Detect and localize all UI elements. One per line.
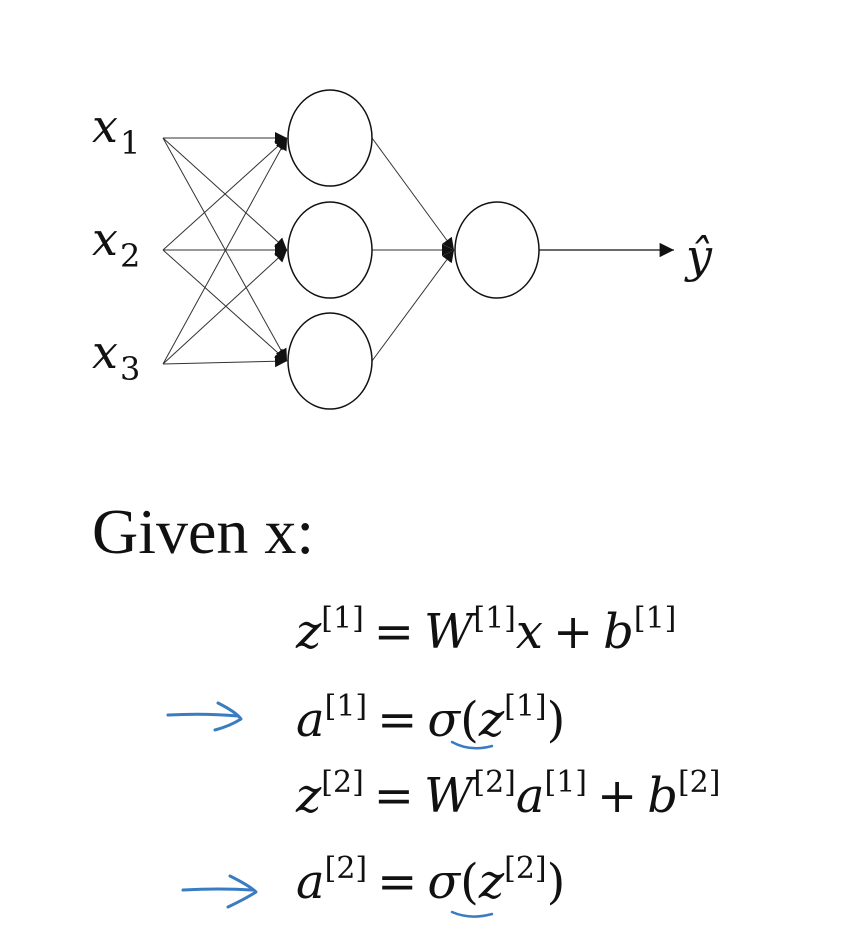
output-neuron xyxy=(454,201,540,299)
blue-arrow-shaft-1 xyxy=(166,712,240,718)
equation-superscript: [1] xyxy=(633,601,677,636)
plus-sign: + xyxy=(596,768,638,824)
equation-superscript: [2] xyxy=(504,851,547,886)
equation-superscript: [1] xyxy=(544,765,587,800)
equation-variable: a xyxy=(515,768,545,824)
sigma-symbol: σ xyxy=(427,692,461,748)
equation-superscript: [1] xyxy=(473,601,516,636)
equation-lhs-superscript: [1] xyxy=(324,689,368,724)
edge-hidden-3-to-output xyxy=(371,249,455,362)
equation-variable: W xyxy=(424,604,474,660)
network-edges xyxy=(162,132,674,368)
equation-variable: z xyxy=(478,854,505,910)
parenthesis: ) xyxy=(546,692,566,748)
equals-sign: = xyxy=(377,854,418,910)
equation-lhs-superscript: [1] xyxy=(321,601,364,636)
edge-input-3-to-hidden-2 xyxy=(162,249,288,365)
blue-arrow-head-1 xyxy=(213,701,243,732)
neural-network-diagram: x1 x2 x3 ŷ xyxy=(92,89,713,410)
equation-4: a[2]=σ(z[2]) xyxy=(296,851,566,919)
equation-variable: b xyxy=(603,604,634,660)
input-subscript: 3 xyxy=(120,350,140,388)
equation-variable: W xyxy=(424,768,474,824)
network-labels: x1 x2 x3 ŷ xyxy=(92,99,713,388)
equals-sign: = xyxy=(373,604,415,660)
equation-superscript: [2] xyxy=(473,765,516,800)
hidden-neuron-2 xyxy=(287,201,373,299)
input-subscript: 1 xyxy=(120,124,140,162)
hidden-neuron-3 xyxy=(287,312,373,410)
equation-lhs-superscript: [2] xyxy=(324,851,368,886)
equation-variable: z xyxy=(478,692,505,748)
equation-lhs-variable: a xyxy=(296,692,325,748)
equals-sign: = xyxy=(373,768,415,824)
equation-superscript: [2] xyxy=(677,765,721,800)
parenthesis: ( xyxy=(460,692,479,748)
edge-input-2-to-hidden-3 xyxy=(162,249,288,362)
equation-variable: b xyxy=(647,768,678,824)
equation-variable: x xyxy=(515,604,543,660)
edge-input-3-to-hidden-3 xyxy=(162,355,288,368)
input-label-x2: x2 xyxy=(92,212,140,275)
blue-arrow-shaft-2 xyxy=(181,887,254,892)
input-label-x3: x3 xyxy=(92,325,140,388)
equals-sign: = xyxy=(377,692,418,748)
input-label-x1: x1 xyxy=(92,99,140,162)
equation-lhs-variable: z xyxy=(296,604,322,660)
blue-arrow-head-2 xyxy=(226,874,258,909)
equation-1: z[1]=W[1]x+b[1] xyxy=(296,601,677,669)
equation-lhs-variable: a xyxy=(296,854,325,910)
equation-lhs-superscript: [2] xyxy=(321,765,364,800)
edge-hidden-1-to-output xyxy=(371,137,455,251)
plus-sign: + xyxy=(552,604,594,660)
equation-superscript: [1] xyxy=(504,689,547,724)
equation-2: a[1]=σ(z[1]) xyxy=(296,689,566,757)
equation-3: z[2]=W[2]a[1]+b[2] xyxy=(296,765,721,833)
edge-input-3-to-hidden-1 xyxy=(162,137,288,365)
hidden-neuron-1 xyxy=(287,89,373,187)
parenthesis: ) xyxy=(546,854,566,910)
output-label-y-hat: ŷ xyxy=(684,229,713,283)
parenthesis: ( xyxy=(460,854,479,910)
edge-input-2-to-hidden-1 xyxy=(162,137,288,251)
equation-lhs-variable: z xyxy=(296,768,322,824)
network-nodes xyxy=(287,89,540,410)
given-x-heading: Given x: xyxy=(92,496,315,567)
input-subscript: 2 xyxy=(120,237,140,275)
sigma-symbol: σ xyxy=(427,854,461,910)
